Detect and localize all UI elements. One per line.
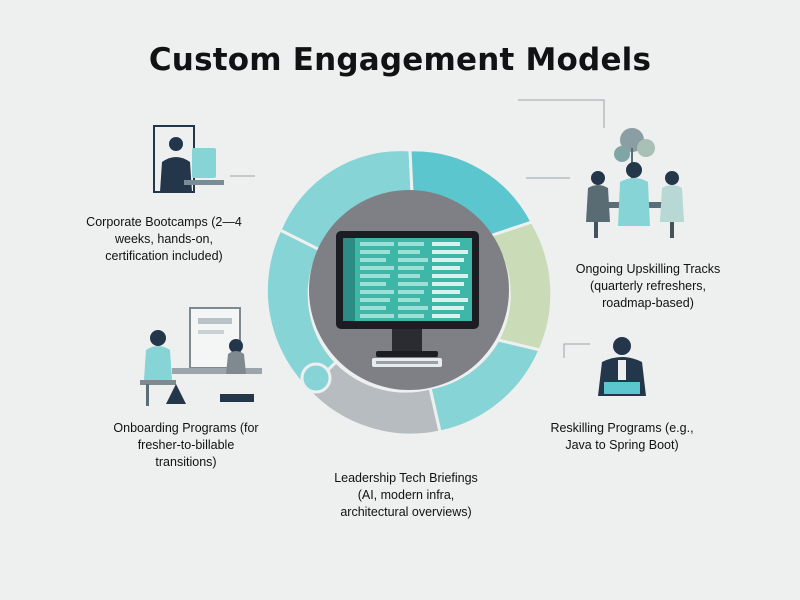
person-with-laptop-icon <box>598 337 646 396</box>
onboarding-classroom-icon <box>140 307 262 406</box>
label-ongoing-upskilling: Ongoing Upskilling Tracks (quarterly ref… <box>548 261 748 312</box>
ring-segment-left <box>264 227 339 393</box>
label-line: certification included) <box>105 249 223 263</box>
label-line: roadmap-based) <box>602 296 694 310</box>
label-line: fresher-to-billable <box>137 438 235 452</box>
monitor-screen-content <box>360 242 468 318</box>
label-line: Reskilling Programs (e.g., <box>550 421 694 435</box>
label-line: Leadership Tech Briefings <box>334 471 478 485</box>
person-at-desk-icon <box>153 125 224 193</box>
label-line: architectural overviews) <box>340 505 472 519</box>
label-line: Java to Spring Boot) <box>565 438 679 452</box>
label-line: (AI, modern infra, <box>357 488 455 502</box>
connector-reskilling <box>563 343 590 358</box>
label-line: (quarterly refreshers, <box>589 279 706 293</box>
label-line: Ongoing Upskilling Tracks <box>575 262 721 276</box>
page-title: Custom Engagement Models <box>148 42 652 78</box>
connector-upskilling-top <box>518 99 605 128</box>
label-line: Corporate Bootcamps (2—4 <box>86 215 242 229</box>
team-meeting-icon <box>586 128 684 238</box>
ring-connector-dot <box>300 362 332 394</box>
label-line: Onboarding Programs (for <box>113 421 259 435</box>
label-reskilling-programs: Reskilling Programs (e.g., Java to Sprin… <box>522 420 722 454</box>
label-line: weeks, hands-on, <box>115 232 213 246</box>
computer-monitor-icon <box>336 231 479 367</box>
label-corporate-bootcamps: Corporate Bootcamps (2—4 weeks, hands-on… <box>64 214 264 265</box>
label-line: transitions) <box>155 455 217 469</box>
label-leadership-briefings: Leadership Tech Briefings (AI, modern in… <box>306 470 506 521</box>
label-onboarding-programs: Onboarding Programs (for fresher-to-bill… <box>86 420 286 471</box>
